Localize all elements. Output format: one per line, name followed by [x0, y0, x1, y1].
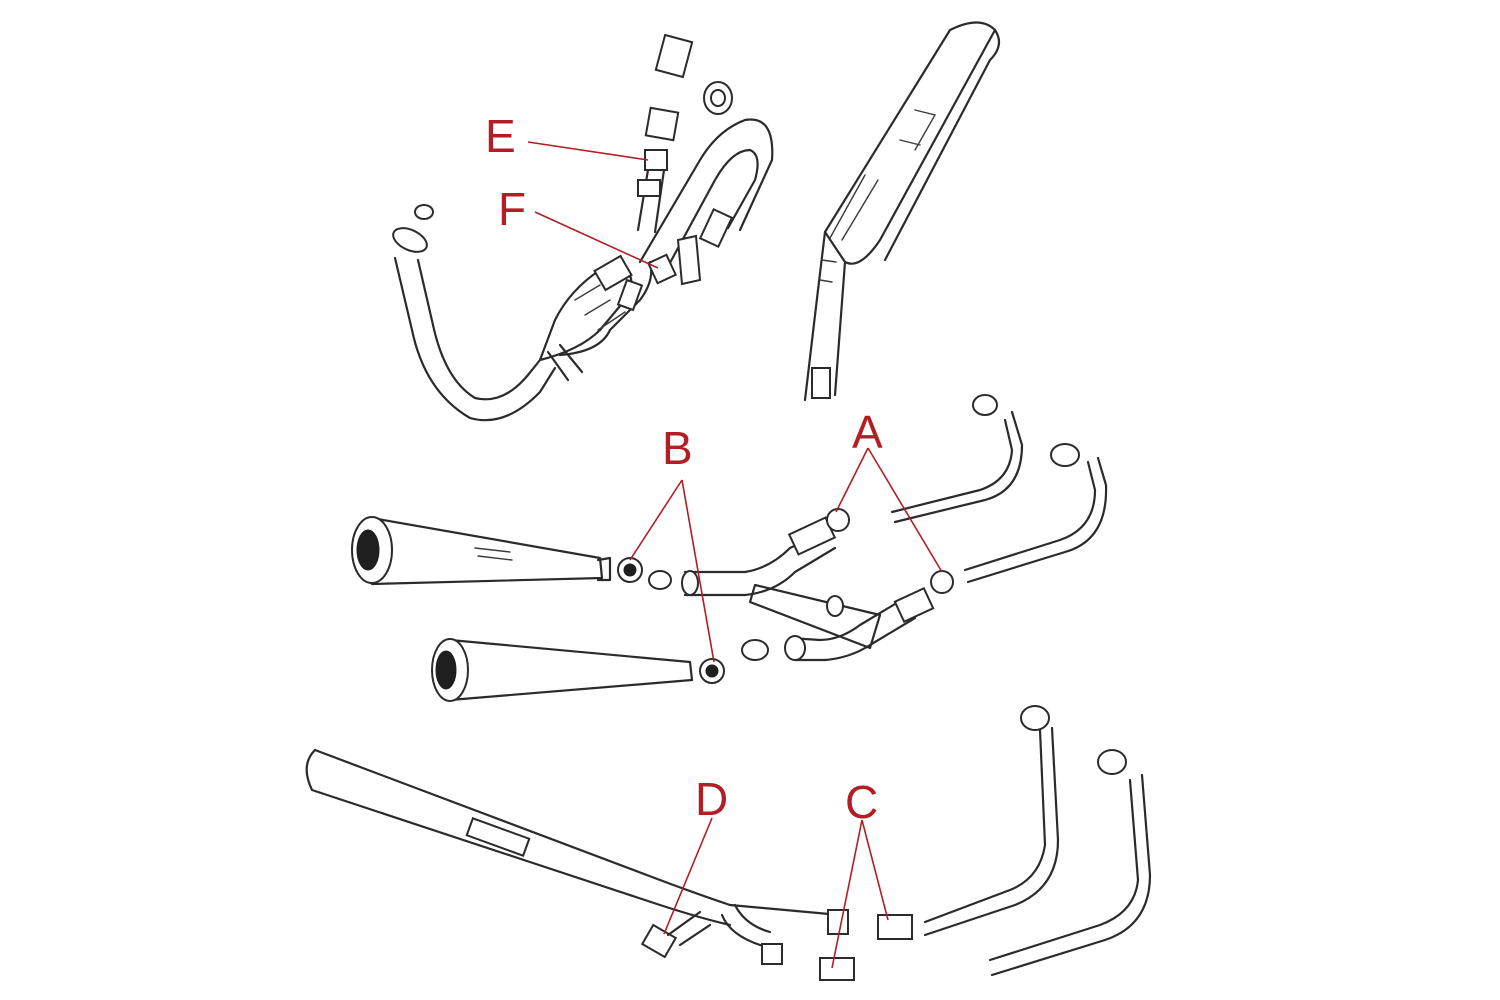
- label-f: F: [498, 183, 526, 235]
- part-labels: E F B A D C: [485, 110, 883, 828]
- leader-a-2: [867, 447, 943, 573]
- top-left-exhaust-assembly: [392, 33, 774, 422]
- leader-c-2: [861, 819, 889, 921]
- bottom-exhaust-assembly: [305, 705, 1152, 981]
- label-c: C: [845, 776, 878, 828]
- label-e: E: [485, 110, 516, 162]
- leader-a-1: [835, 447, 869, 513]
- middle-exhaust-assembly: [351, 394, 1108, 702]
- leader-b-2: [681, 479, 715, 663]
- leader-d: [663, 817, 713, 935]
- label-b: B: [662, 422, 693, 474]
- leader-e: [527, 141, 649, 161]
- top-right-muffler: [803, 21, 1001, 402]
- leader-b-1: [629, 479, 683, 561]
- leader-f: [534, 211, 659, 269]
- leader-c-1: [831, 819, 863, 969]
- label-a: A: [852, 406, 883, 458]
- leader-lines: [527, 141, 943, 969]
- label-d: D: [695, 773, 728, 825]
